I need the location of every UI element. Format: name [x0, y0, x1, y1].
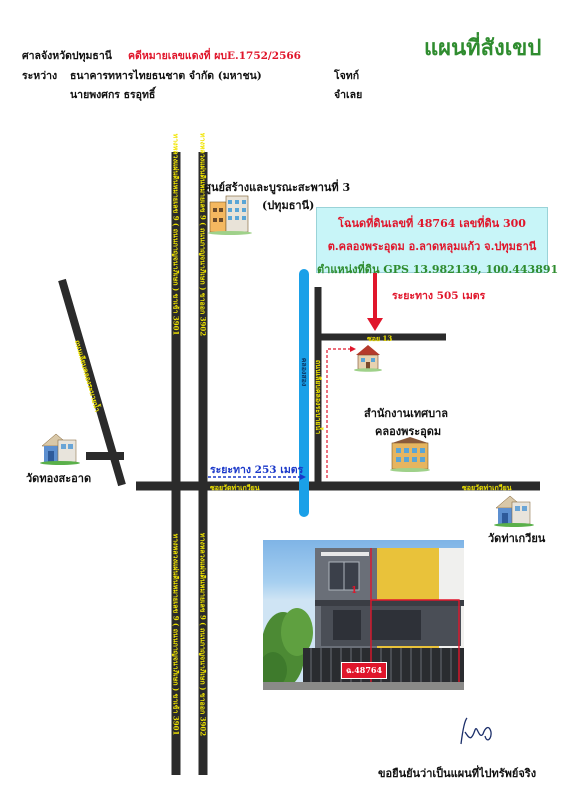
main-road-label-left: ซอยวัดท่าเกวียน	[210, 483, 260, 492]
temple-right-icon	[494, 495, 534, 527]
map-title: แผนที่สังเขป	[424, 35, 542, 61]
signature-mark	[460, 717, 492, 745]
photo-plot-tag: ฉ.48764	[341, 662, 388, 679]
deed-number-line: โฉนดที่ดินเลขที่ 48764 เลขที่ดิน 300	[338, 217, 526, 230]
defendant-name: นายพงศกร ธรอุทธิ์	[70, 89, 156, 101]
gps-line: ตำแหน่งที่ดิน GPS 13.982139, 100.443891	[317, 263, 559, 276]
defendant-role: จำเลย	[334, 89, 363, 101]
land-info-box: โฉนดที่ดินเลขที่ 48764 เลขที่ดิน 300 ต.ค…	[316, 207, 558, 276]
diagonal-road-label: ถนนเลียบคลองระบายน้ำ	[314, 359, 323, 435]
highway-outbound-label: ทางหลวงแผ่นดินหมายเลข 9 ( ถนนกาญจนาภิเษก…	[198, 132, 208, 337]
plaintiff-role: โจทก์	[334, 70, 360, 82]
red-arrow-head	[367, 318, 383, 331]
canal-label: คลองสอง	[300, 357, 309, 387]
distance-to-main-road: ระยะทาง 253 เมตร	[210, 464, 304, 476]
court-name: ศาลจังหวัดปทุมธานี	[22, 50, 112, 62]
highway-inbound-label: ทางหลวงแผ่นดินหมายเลข 9 ( ถนนกาญจนาภิเษก…	[171, 133, 181, 336]
highway-inbound-label-lower: ทางหลวงแผ่นดินหมายเลข 9 ( ถนนกาญจนาภิเษก…	[171, 533, 181, 736]
municipality-label: สำนักงานเทศบาล	[364, 407, 449, 420]
between-label: ระหว่าง	[22, 70, 58, 82]
red-dashed-route	[326, 348, 352, 478]
property-house-icon	[354, 345, 382, 372]
case-number: คดีหมายเลขแดงที่ ผบE.1752/2566	[128, 50, 301, 62]
training-center-label: ศูนย์สร้างและบูรณะสะพานที่ 3	[204, 181, 351, 194]
property-photo: 1 ฉ.48764	[263, 540, 464, 690]
blue-dashed-arrowhead	[300, 474, 306, 480]
office-building-icon	[208, 195, 252, 235]
diagonal-road	[58, 278, 126, 487]
temple-right-label: วัดท่าเกวียน	[488, 532, 546, 545]
property-photo-drawing	[263, 548, 464, 690]
plaintiff-name: ธนาคารทหารไทยธนชาต จำกัด (มหาชน)	[70, 70, 262, 82]
temple-left-icon	[40, 433, 80, 465]
highway-outbound-label-lower: ทางหลวงแผ่นดินหมายเลข 9 ( ถนนกาญจนาภิเษก…	[198, 532, 208, 737]
photo-marker-number: 1	[351, 586, 358, 596]
municipality-building-icon	[390, 437, 430, 472]
temple-left-label: วัดทองสะอาด	[26, 472, 92, 485]
address-line: ต.คลองพระอุดม อ.ลาดหลุมแก้ว จ.ปทุมธานี	[327, 240, 537, 253]
main-road-label-right: ซอยวัดท่าเกวียน	[462, 483, 512, 492]
soi-13-label: ซอย 13	[367, 334, 393, 343]
municipality-sublabel: คลองพระอุดม	[375, 425, 442, 438]
certification-text: ขอยืนยันว่าเป็นแผนที่ไปทรัพย์จริง	[378, 767, 537, 780]
training-center-sublabel: (ปทุมธานี)	[262, 199, 315, 212]
distance-to-soi: ระยะทาง 505 เมตร	[392, 290, 486, 302]
red-dashed-arrowhead	[350, 346, 356, 352]
